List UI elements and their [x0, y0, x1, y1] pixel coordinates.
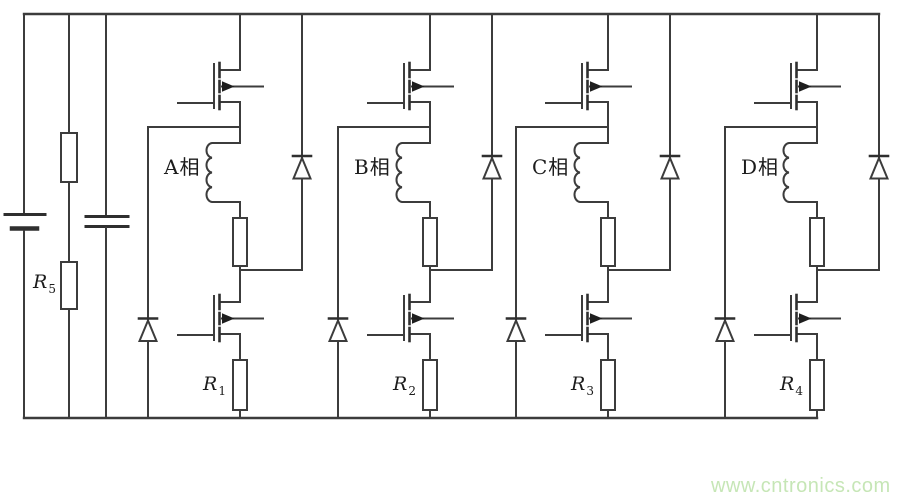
phase-a-leg [139, 14, 311, 418]
label-winding-phase-b: B相 [354, 155, 391, 179]
divider-lower-resistor-r5 [60, 261, 78, 310]
label-winding-phase-a: A相 [164, 155, 201, 179]
phase-b-leg [329, 14, 501, 418]
watermark-text: www.cntronics.com [711, 475, 891, 497]
label-winding-phase-d: D相 [741, 155, 780, 179]
phase-c-leg [507, 14, 679, 418]
capacitor-branch [84, 13, 130, 419]
label-resistor-r5: R5 [33, 271, 56, 296]
label-resistor-r4: R4 [780, 373, 803, 398]
phase-d-leg [716, 14, 888, 418]
label-resistor-r3: R3 [571, 373, 594, 398]
divider-branch [60, 13, 78, 419]
label-resistor-r1: R1 [203, 373, 226, 398]
divider-upper-resistor [60, 132, 78, 183]
label-resistor-r2: R2 [393, 373, 416, 398]
label-winding-phase-c: C相 [532, 155, 570, 179]
battery-branch [3, 13, 47, 419]
